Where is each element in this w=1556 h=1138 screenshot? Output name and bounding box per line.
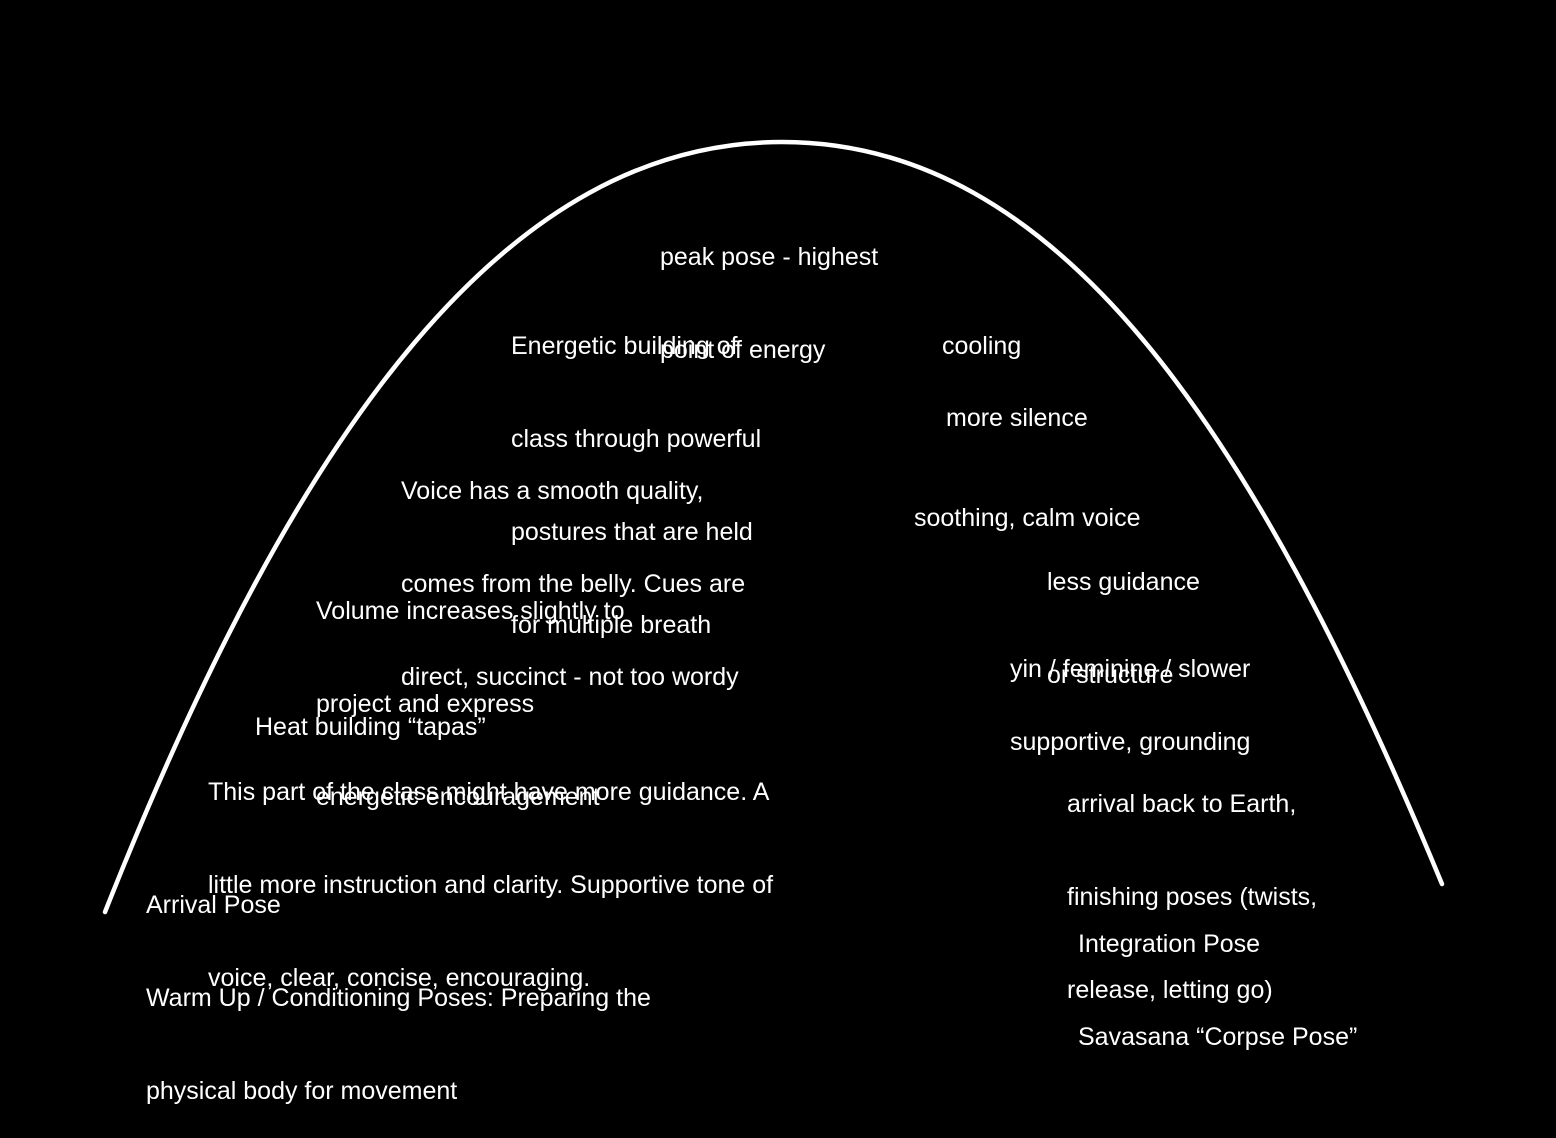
- label-more-guidance: This part of the class might have more g…: [208, 778, 774, 992]
- label-voice-smooth: Voice has a smooth quality, comes from t…: [401, 477, 746, 691]
- label-more-silence: more silence: [946, 404, 1088, 432]
- label-yin-feminine: yin / feminine / slower: [1010, 655, 1251, 683]
- label-peak-pose: peak pose - highest point of energy: [660, 243, 879, 364]
- label-cooling: cooling: [942, 332, 1022, 360]
- energy-arc-curve: [102, 139, 1445, 915]
- label-arrival-pose: Arrival Pose Warm Up / Conditioning Pose…: [146, 891, 651, 1105]
- label-integration-pose: Integration Pose Savasana “Corpse Pose”: [1078, 930, 1358, 1051]
- label-less-guidance: less guidance or structure: [1047, 568, 1200, 689]
- label-supportive-grounding: supportive, grounding: [1010, 728, 1251, 756]
- label-soothing-voice: soothing, calm voice: [914, 504, 1141, 532]
- label-arrival-back: arrival back to Earth, finishing poses (…: [1067, 790, 1318, 1004]
- label-heat-building: Heat building “tapas”: [255, 713, 486, 741]
- energy-arc-diagram: [102, 139, 1445, 915]
- label-volume-increases: Volume increases slightly to project and…: [316, 597, 625, 811]
- label-energetic-building: Energetic building of class through powe…: [511, 332, 762, 639]
